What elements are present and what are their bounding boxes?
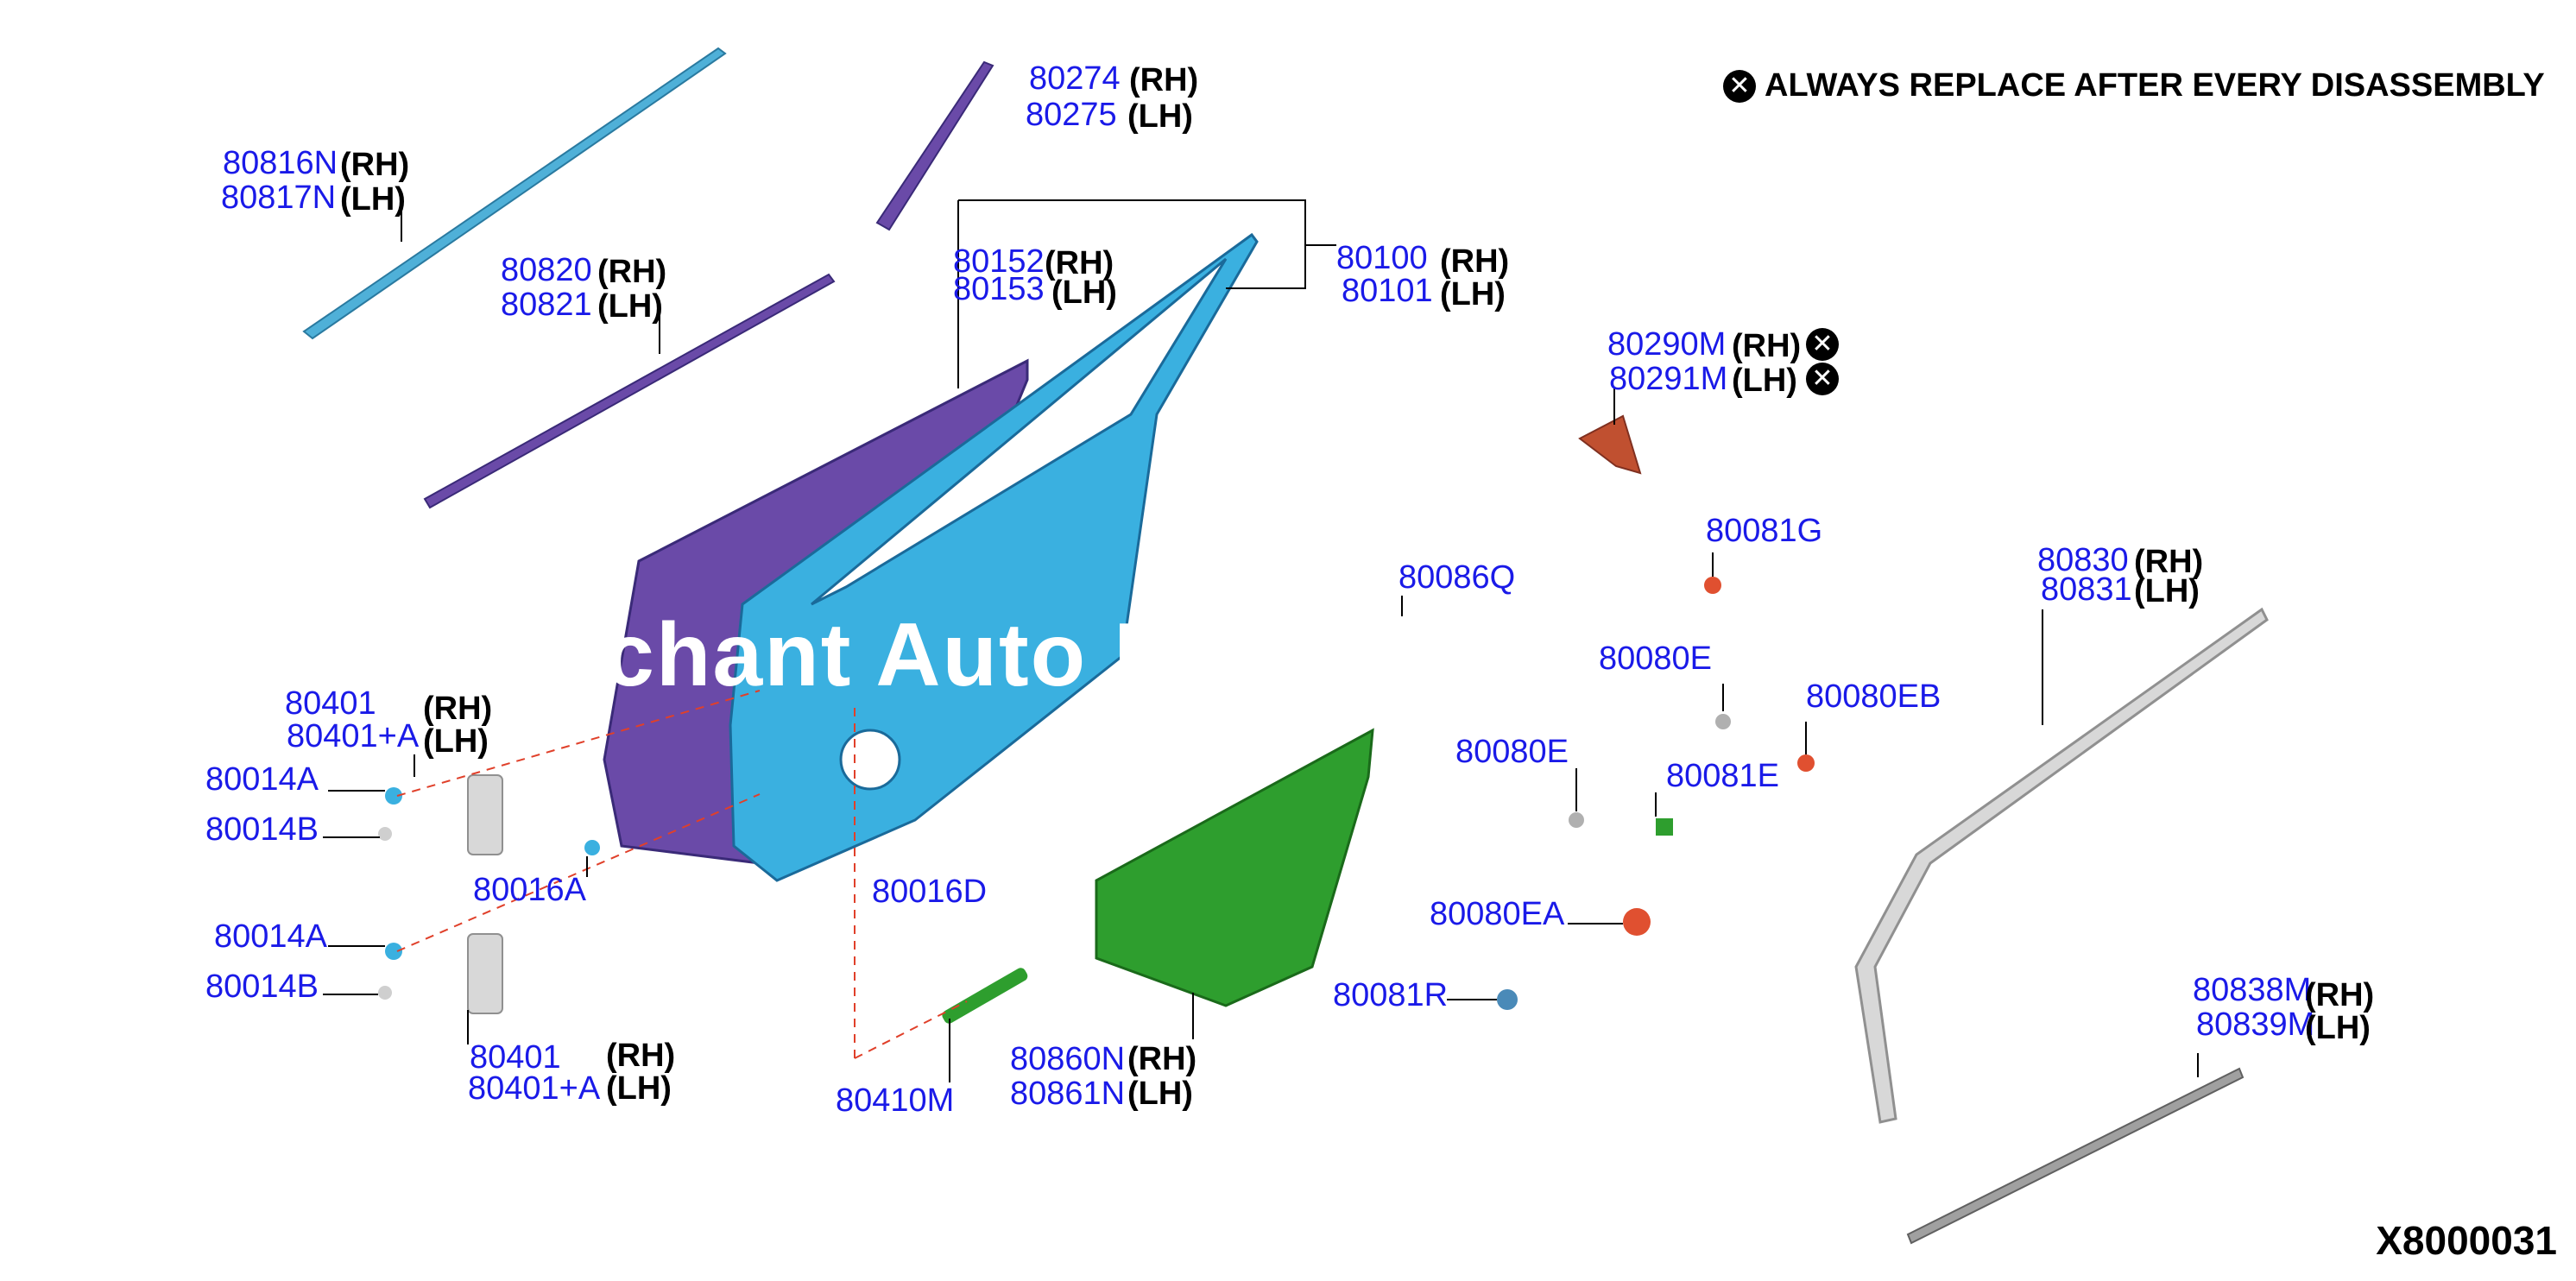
side-label: (LH) — [1127, 98, 1193, 135]
bolt-80014B-top — [378, 827, 392, 841]
door-window-opening — [811, 257, 1228, 606]
part-number-label: 80081E — [1666, 758, 1780, 794]
part-number-label: 80014A — [214, 918, 328, 955]
part-number-label: 80820 — [501, 252, 592, 288]
side-label: (LH) — [606, 1070, 672, 1107]
door-trim-panel — [1095, 728, 1374, 1007]
part-number-label: 80401 — [470, 1039, 561, 1076]
part-number-label: 80838M — [2193, 972, 2312, 1008]
part-number-label: 80817N — [221, 180, 337, 216]
part-number-label: 80860N — [1010, 1041, 1126, 1077]
clip-80081E — [1656, 818, 1673, 836]
side-label: (RH) — [1045, 245, 1114, 281]
side-label: (RH) — [1732, 328, 1802, 364]
side-label: (RH) — [1440, 243, 1510, 280]
belt-molding-strip — [423, 273, 836, 509]
side-label: (LH) — [597, 288, 663, 325]
bolt-80016A — [584, 840, 600, 855]
clip-80081R — [1497, 989, 1518, 1010]
hinge-upper — [467, 774, 503, 855]
bolt-80014A-bot — [385, 943, 402, 960]
part-number-label: 80080E — [1455, 734, 1569, 770]
part-number-label: 80831 — [2041, 571, 2132, 608]
side-label: (LH) — [1732, 363, 1797, 399]
hinge-lower — [467, 933, 503, 1014]
x-circle-icon: ✕ — [1723, 69, 1756, 103]
side-label: (RH) — [2305, 977, 2375, 1013]
side-label: (RH) — [597, 254, 667, 290]
clip-80080E-top — [1715, 714, 1731, 729]
part-number-label: 80291M — [1609, 361, 1728, 397]
bolt-80014A-top — [385, 787, 402, 805]
side-label: (RH) — [1127, 1041, 1197, 1077]
part-number-label: 80086Q — [1398, 559, 1516, 596]
leader-lines — [323, 199, 2199, 1082]
part-number-label: 80410M — [836, 1082, 955, 1119]
weatherstrip-seal — [1854, 607, 2269, 1124]
part-number-label: 80830 — [2037, 542, 2129, 578]
side-label: (LH) — [2305, 1010, 2371, 1046]
hinge-axis-lines — [396, 690, 968, 1059]
side-label: (LH) — [1440, 276, 1506, 312]
part-number-label: 80153 — [953, 271, 1045, 307]
part-number-label: 80014B — [205, 969, 319, 1005]
part-number-label: 80152 — [953, 243, 1045, 280]
part-number-label: 80081G — [1706, 513, 1823, 549]
part-number-label: 80290M — [1607, 326, 1727, 363]
side-label: (LH) — [423, 723, 489, 760]
clip-80080E — [1569, 812, 1584, 828]
part-number-label: 80401 — [285, 685, 376, 722]
side-label: (RH) — [423, 691, 493, 727]
side-label: (RH) — [606, 1038, 676, 1074]
side-label: (RH) — [2134, 544, 2204, 580]
part-number-label: 80081R — [1333, 977, 1449, 1013]
side-label: (RH) — [1129, 62, 1199, 98]
roof-molding — [302, 47, 727, 340]
part-number-label: 80100 — [1336, 240, 1428, 276]
part-number-label: 80016D — [872, 874, 988, 910]
part-number-label: 80274 — [1029, 60, 1121, 97]
side-label: (RH) — [340, 147, 410, 183]
door-check-80410M — [942, 968, 1028, 1024]
clip-80080EB — [1797, 754, 1815, 772]
part-number-label: 80080E — [1599, 640, 1713, 677]
part-number-label: 80821 — [501, 287, 592, 323]
part-number-label: 80401+A — [287, 718, 420, 754]
side-label: (LH) — [2134, 573, 2200, 609]
part-number-label: 80014B — [205, 811, 319, 848]
part-number-label: 80014A — [205, 761, 319, 798]
door-speaker-hole — [839, 729, 901, 791]
side-label: (LH) — [340, 181, 406, 218]
x-circle-icon: ✕ — [1806, 328, 1839, 361]
part-number-label: 80080EB — [1806, 678, 1941, 715]
part-number-label: 80016A — [473, 872, 587, 908]
part-number-label: 80816N — [223, 145, 338, 181]
part-number-label: 80401+A — [468, 1070, 601, 1107]
sash-trim — [875, 60, 994, 231]
clip-80080EA — [1623, 908, 1651, 936]
part-number-label: 80101 — [1342, 273, 1433, 309]
part-number-label: 80275 — [1026, 97, 1117, 133]
clip-80081G — [1704, 577, 1721, 594]
figure-id: X8000031 — [2376, 1218, 2557, 1263]
mirror-patch — [1578, 414, 1642, 475]
side-label: (LH) — [1127, 1076, 1193, 1112]
replacement-note-text: ALWAYS REPLACE AFTER EVERY DISASSEMBLY — [1765, 67, 2545, 104]
x-circle-icon: ✕ — [1806, 363, 1839, 395]
part-number-label: 80080EA — [1430, 896, 1565, 932]
bolt-80014B-bot — [378, 986, 392, 1000]
side-label: (LH) — [1051, 274, 1117, 311]
part-number-label: 80861N — [1010, 1076, 1126, 1112]
lower-molding — [1906, 1067, 2245, 1245]
part-number-label: 80839M — [2196, 1006, 2315, 1043]
replacement-note: ✕ ALWAYS REPLACE AFTER EVERY DISASSEMBLY — [1723, 67, 2545, 104]
watermark-text: chant Auto I — [604, 605, 1140, 705]
